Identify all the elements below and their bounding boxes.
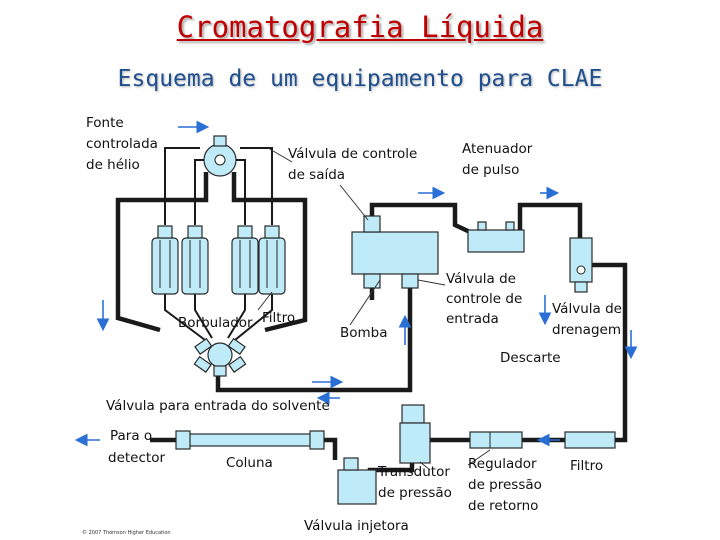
copyright: © 2007 Thomson Higher Education <box>82 529 171 536</box>
label-valv-dren-2: drenagem <box>552 322 621 338</box>
bottle-line-2 <box>194 290 213 339</box>
pulse-attenuator <box>467 221 525 253</box>
injector-valve <box>337 457 377 505</box>
slide-title: Cromatografia Líquida <box>176 10 544 44</box>
label-filtro-2: Filtro <box>570 458 603 474</box>
line-drain-to-filter <box>590 262 628 443</box>
helium-manifold <box>203 135 237 177</box>
label-descarte: Descarte <box>500 350 561 366</box>
flow-arrows <box>74 120 638 447</box>
line-pump-to-attenuator <box>369 202 471 235</box>
loop-right <box>231 172 308 333</box>
bottle-line-3 <box>227 290 246 339</box>
filter-right <box>564 431 616 449</box>
label-valv-saida-2: de saída <box>288 167 345 183</box>
label-coluna: Coluna <box>226 455 273 471</box>
line-attenuator-to-drain <box>517 202 583 238</box>
label-fonte-2: controlada <box>86 136 158 152</box>
solvent-inlet-valve <box>193 337 247 377</box>
bottle-4 <box>258 225 286 295</box>
label-detector-2: detector <box>108 450 165 466</box>
label-valv-saida-1: Válvula de controle <box>288 146 417 162</box>
label-valv-dren-1: Válvula de <box>552 301 622 317</box>
label-borbulador: Borbulador <box>178 315 253 331</box>
label-detector-1: Para o <box>110 428 152 444</box>
line-injector-to-column <box>320 437 338 460</box>
label-filtro-1: Filtro <box>262 310 295 326</box>
label-valv-solvente: Válvula para entrada do solvente <box>106 398 330 414</box>
line-solvent-to-pump <box>215 285 413 393</box>
label-regulador-2: de pressão <box>468 477 542 493</box>
label-transdutor-2: de pressão <box>378 485 452 501</box>
solvent-bottles <box>151 225 286 295</box>
slide-subtitle: Esquema de um equipamento para CLAE <box>117 66 603 92</box>
label-injetora: Válvula injetora <box>304 518 409 534</box>
label-regulador-3: de retorno <box>468 498 538 514</box>
label-valv-entrada-3: entrada <box>446 311 499 327</box>
label-fonte-1: Fonte <box>86 115 124 131</box>
labels: Fonte controlada de hélio Válvula de con… <box>82 115 622 536</box>
label-regulador-1: Regulador <box>468 456 537 472</box>
tubing <box>115 147 628 485</box>
bottle-2 <box>181 225 209 295</box>
back-pressure-regulator <box>469 431 523 449</box>
label-valv-entrada-1: Válvula de <box>446 271 516 287</box>
leader-lines <box>257 147 491 471</box>
loop-left <box>115 172 209 333</box>
drain-valve <box>569 237 593 293</box>
pressure-transducer <box>399 404 431 464</box>
column <box>175 430 325 450</box>
helium-line-2 <box>194 159 207 225</box>
bottle-3 <box>231 225 259 295</box>
label-atenuador-1: Atenuador <box>462 141 533 157</box>
bottle-1 <box>151 225 179 295</box>
label-bomba: Bomba <box>340 325 388 341</box>
label-fonte-3: de hélio <box>86 157 140 173</box>
helium-line-3 <box>233 159 246 225</box>
label-transdutor-1: Transdutor <box>377 464 450 480</box>
pump <box>351 215 439 289</box>
bottle-line-4 <box>234 290 273 341</box>
label-valv-entrada-2: controle de <box>446 291 522 307</box>
label-atenuador-2: de pulso <box>462 162 519 178</box>
bottle-line-1 <box>164 290 206 341</box>
